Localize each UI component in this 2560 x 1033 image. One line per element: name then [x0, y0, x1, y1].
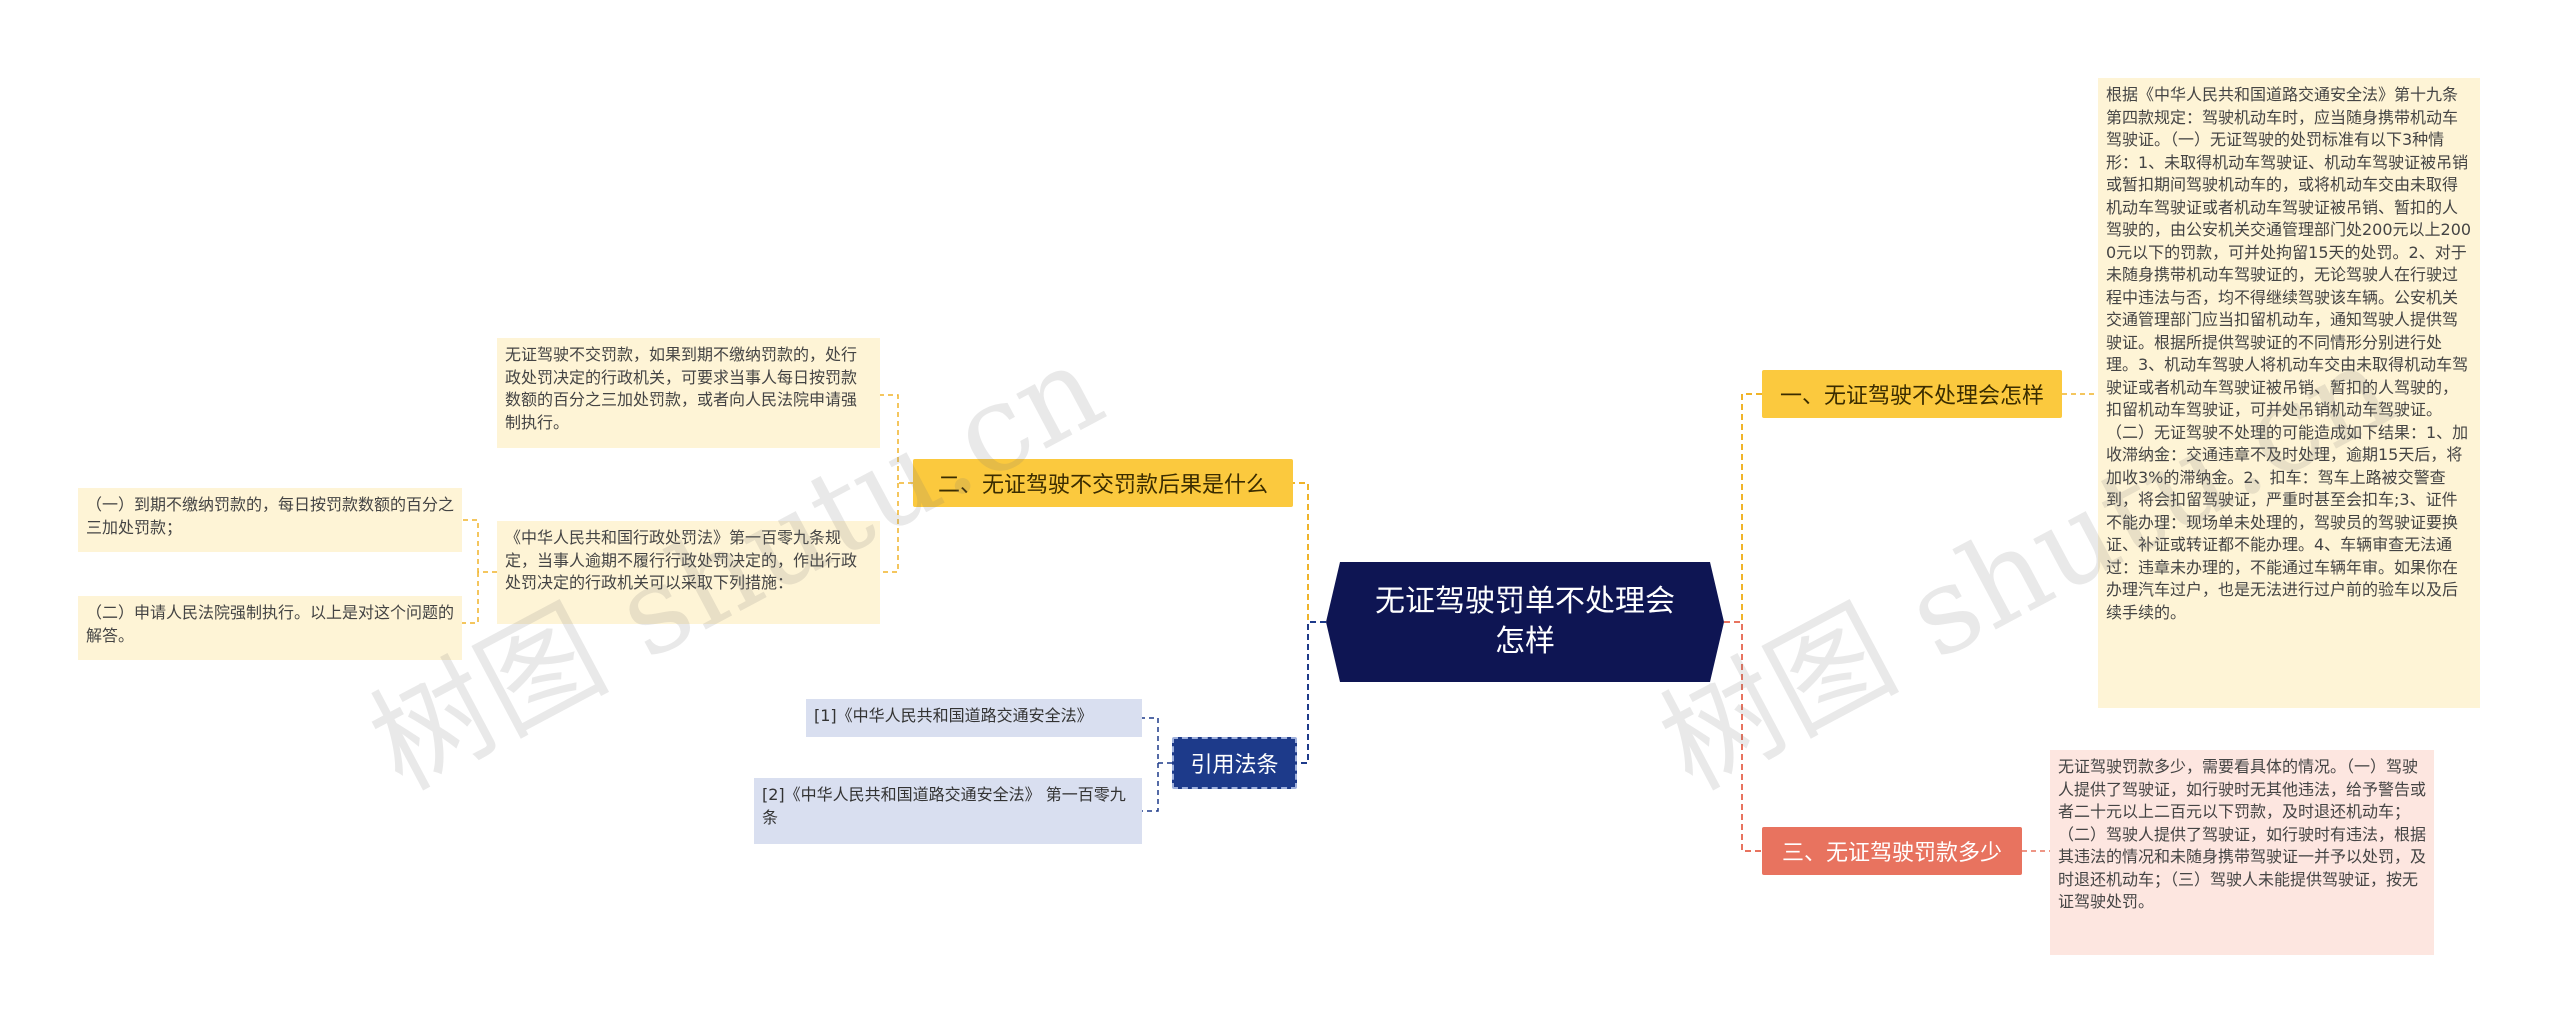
- link-central-b3: [1724, 621, 1762, 852]
- branch-label: 二、无证驾驶不交罚款后果是什么: [937, 473, 1268, 498]
- branch-label: 引用法条: [1190, 753, 1279, 778]
- link-central-b1: [1724, 393, 1762, 623]
- leaf-text: 《中华人民共和国行政处罚法》第一百零九条规定，当事人逾期不履行行政处罚决定的，作…: [505, 528, 858, 592]
- leaf-text: 无证驾驶不交罚款，如果到期不缴纳罚款的，处行政处罚决定的行政机关，可要求当事人每…: [505, 345, 858, 432]
- branch-no-license-not-handled[interactable]: 一、无证驾驶不处理会怎样: [1762, 370, 2062, 418]
- leaf-court-enforcement: （二）申请人民法院强制执行。以上是对这个问题的解答。: [78, 596, 462, 660]
- branch-fine-amount[interactable]: 三、无证驾驶罚款多少: [1762, 827, 2022, 875]
- leaf-text: 无证驾驶罚款多少，需要看具体的情况。（一）驾驶人提供了驾驶证，如行驶时无其他违法…: [2058, 757, 2427, 911]
- leaf-text: 根据《中华人民共和国道路交通安全法》第十九条第四款规定：驾驶机动车时，应当随身携…: [2106, 85, 2472, 622]
- reference-text: [1]《中华人民共和国道路交通安全法》: [814, 706, 1093, 725]
- reference-item-2[interactable]: [2]《中华人民共和国道路交通安全法》 第一百零九条: [754, 778, 1142, 844]
- central-topic[interactable]: 无证驾驶罚单不处理会怎样: [1326, 562, 1724, 682]
- leaf-text: （二）申请人民法院强制执行。以上是对这个问题的解答。: [86, 603, 455, 645]
- leaf-text: （一）到期不缴纳罚款的，每日按罚款数额的百分之三加处罚款；: [86, 495, 455, 537]
- leaf-unpaid-fine-explanation: 无证驾驶不交罚款，如果到期不缴纳罚款的，处行政处罚决定的行政机关，可要求当事人每…: [497, 338, 880, 448]
- link-central-b2: [1293, 482, 1326, 623]
- link-b2-leaves: [880, 394, 913, 573]
- leaf-fine-amount-details: 无证驾驶罚款多少，需要看具体的情况。（一）驾驶人提供了驾驶证，如行驶时无其他违法…: [2050, 750, 2434, 955]
- branch-label: 一、无证驾驶不处理会怎样: [1779, 384, 2044, 409]
- central-topic-label: 无证驾驶罚单不处理会怎样: [1375, 584, 1675, 659]
- leaf-no-license-details: 根据《中华人民共和国道路交通安全法》第十九条第四款规定：驾驶机动车时，应当随身携…: [2098, 78, 2480, 708]
- branch-cited-laws[interactable]: 引用法条: [1172, 737, 1297, 789]
- reference-text: [2]《中华人民共和国道路交通安全法》 第一百零九条: [762, 785, 1126, 827]
- link-b2b-subleaves: [462, 519, 497, 624]
- branch-label: 三、无证驾驶罚款多少: [1781, 841, 2002, 866]
- branch-fine-unpaid-consequence[interactable]: 二、无证驾驶不交罚款后果是什么: [913, 459, 1293, 507]
- link-central-b4: [1297, 621, 1326, 764]
- link-b4-refs: [1142, 717, 1172, 812]
- reference-item-1[interactable]: [1]《中华人民共和国道路交通安全法》: [806, 699, 1142, 737]
- leaf-admin-penalty-law: 《中华人民共和国行政处罚法》第一百零九条规定，当事人逾期不履行行政处罚决定的，作…: [497, 521, 880, 624]
- leaf-daily-surcharge: （一）到期不缴纳罚款的，每日按罚款数额的百分之三加处罚款；: [78, 488, 462, 552]
